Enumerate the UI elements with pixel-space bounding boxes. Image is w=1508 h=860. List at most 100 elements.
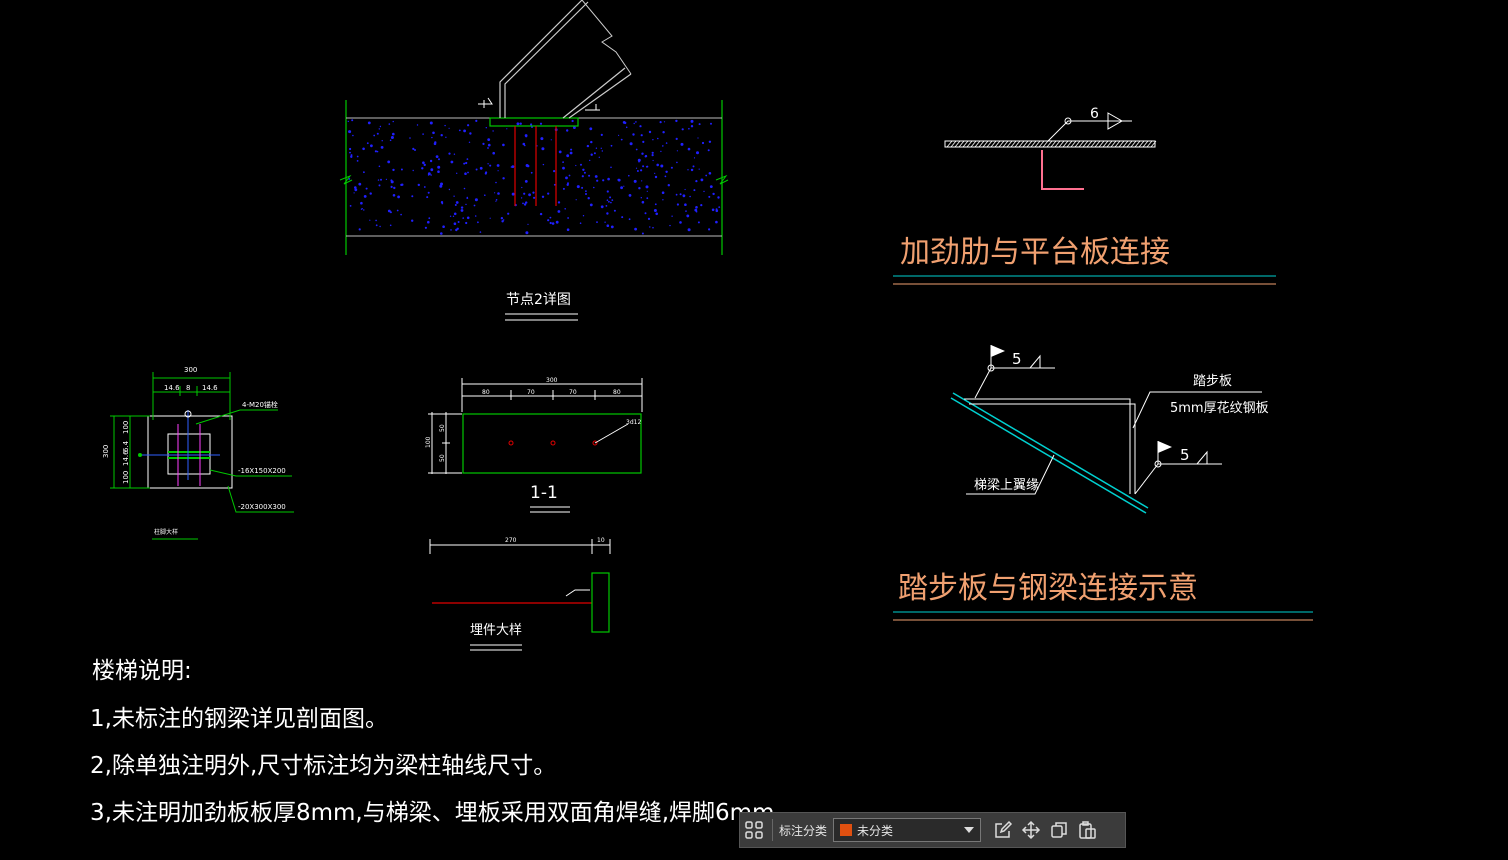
concrete-speckle — [354, 188, 358, 192]
concrete-speckle — [450, 160, 454, 164]
concrete-speckle — [611, 199, 614, 202]
plate-hatch-line — [946, 140, 953, 148]
concrete-speckle — [647, 217, 651, 220]
concrete-block — [345, 117, 723, 237]
concrete-speckle — [682, 194, 686, 198]
concrete-speckle — [590, 140, 593, 144]
concrete-speckle — [547, 192, 550, 195]
concrete-speckle — [633, 122, 635, 125]
notes-heading: 楼梯说明: — [92, 658, 192, 684]
concrete-speckle — [453, 153, 456, 155]
concrete-speckle — [594, 175, 598, 178]
concrete-speckle — [640, 197, 642, 199]
concrete-speckle — [475, 168, 478, 171]
concrete-speckle — [568, 174, 571, 177]
concrete-speckle — [450, 229, 452, 231]
plate-hatch-line — [978, 140, 985, 148]
concrete-speckle — [414, 149, 416, 151]
node2-title: 节点2详图 — [506, 292, 571, 308]
move-icon[interactable] — [1017, 816, 1045, 844]
concrete-speckle — [709, 185, 713, 189]
concrete-speckle — [378, 128, 380, 130]
plate-hatch-line — [1086, 140, 1093, 148]
category-label: 标注分类 — [779, 823, 828, 838]
category-dropdown[interactable]: 未分类 — [833, 818, 982, 842]
concrete-speckle — [492, 130, 494, 132]
concrete-speckle — [502, 177, 505, 180]
plate-hatch-line — [954, 140, 961, 148]
concrete-speckle — [663, 121, 666, 123]
concrete-speckle — [523, 192, 526, 195]
concrete-speckle — [379, 125, 382, 128]
concrete-speckle — [664, 175, 667, 178]
concrete-speckle — [632, 133, 635, 136]
plate-hatch-line — [1042, 140, 1049, 148]
section11-dim-left-2: 50 — [439, 454, 446, 462]
concrete-speckle — [623, 185, 625, 187]
concrete-speckle — [606, 212, 609, 215]
concrete-speckle — [660, 150, 662, 153]
concrete-speckle — [497, 170, 499, 172]
concrete-speckle — [440, 134, 443, 137]
concrete-speckle — [690, 125, 694, 128]
section11-dim-top-3: 70 — [569, 389, 577, 396]
concrete-speckle — [651, 151, 654, 154]
concrete-speckle — [390, 136, 394, 139]
embed-title: 埋件大样 — [470, 623, 522, 638]
concrete-speckle — [475, 119, 478, 122]
concrete-speckle — [596, 179, 599, 182]
concrete-speckle — [487, 163, 489, 165]
concrete-speckle — [393, 186, 396, 190]
concrete-speckle — [691, 168, 694, 171]
concrete-speckle — [378, 165, 381, 168]
baseplate-callout-rib: -16X150X200 — [238, 467, 286, 475]
plate-hatch-line — [1150, 140, 1157, 148]
plate-hatch-line — [1078, 140, 1085, 148]
concrete-speckle — [530, 123, 533, 126]
concrete-speckle — [356, 155, 359, 158]
concrete-speckle — [350, 154, 353, 157]
concrete-speckle — [596, 221, 598, 224]
concrete-speckle — [352, 134, 354, 137]
plate-hatch-line — [1014, 140, 1021, 148]
beam-flange-line-2 — [950, 397, 1147, 514]
step-detail: 5 5 踏步板 5mm厚花纹钢板 梯梁上翼缘 踏步板与钢梁连接示意 — [893, 345, 1313, 621]
edit-icon[interactable] — [989, 816, 1017, 844]
concrete-speckle — [645, 166, 648, 168]
copy-icon[interactable] — [1045, 816, 1073, 844]
concrete-speckle — [507, 212, 510, 215]
concrete-speckle — [349, 151, 351, 154]
concrete-speckle — [445, 136, 447, 138]
concrete-speckle — [593, 186, 595, 189]
concrete-speckle — [487, 138, 491, 142]
concrete-speckle — [582, 215, 585, 217]
concrete-speckle — [604, 221, 606, 223]
concrete-speckle — [600, 133, 603, 136]
concrete-speckle — [528, 193, 531, 197]
concrete-speckle — [533, 196, 536, 199]
concrete-speckle — [381, 140, 383, 142]
concrete-speckle — [701, 141, 705, 145]
concrete-speckle — [520, 197, 523, 199]
stair-notes: 楼梯说明: 1,未标注的钢梁详见剖面图。 2,除单独注明外,尺寸标注均为梁柱轴线… — [90, 658, 797, 826]
concrete-speckle — [652, 139, 654, 141]
concrete-speckle — [444, 124, 446, 127]
concrete-speckle — [654, 175, 658, 179]
concrete-speckle — [400, 213, 402, 216]
concrete-speckle — [380, 146, 384, 149]
concrete-speckle — [553, 170, 556, 173]
concrete-speckle — [708, 195, 711, 198]
baseplate-dim-top-1: 14.6 — [164, 384, 180, 392]
concrete-speckle — [366, 142, 369, 145]
grid-icon[interactable] — [740, 816, 768, 844]
paste-icon[interactable] — [1073, 816, 1101, 844]
concrete-speckle — [675, 119, 678, 123]
concrete-speckle — [680, 142, 684, 146]
concrete-speckle — [474, 215, 477, 217]
concrete-speckle — [586, 144, 590, 148]
plate-hatch-line — [1010, 140, 1017, 148]
concrete-speckle — [427, 174, 430, 176]
beam-flange-line-1 — [952, 392, 1149, 509]
section11-title: 1-1 — [530, 483, 558, 503]
